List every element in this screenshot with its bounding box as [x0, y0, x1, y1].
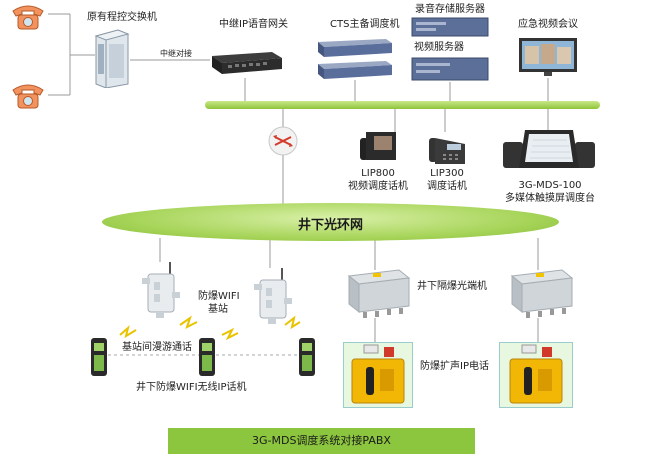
router-icon [267, 125, 299, 157]
video-conf-label: 应急视频会议 [518, 19, 578, 30]
ring-label: 井下光环网 [297, 218, 363, 233]
lip800-desc: 视频调度话机 [348, 181, 408, 192]
speaker-phone-panel [499, 342, 573, 408]
speaker-phone-panel [343, 342, 413, 408]
server-icon [410, 16, 490, 38]
telephone-icon [10, 82, 46, 110]
wifi-station-label-2: 基站 [208, 304, 228, 315]
pbx-cabinet-icon [92, 28, 132, 89]
speaker-phone-icon [351, 344, 405, 404]
video-phone-icon [358, 128, 398, 164]
wifi-base-station-icon [252, 268, 294, 326]
touch-console-icon [503, 126, 595, 172]
fiber-terminal-label: 井下隔爆光端机 [417, 281, 487, 292]
recording-label: 录音存储服务器 [415, 4, 485, 15]
speaker-phone-icon [509, 344, 563, 404]
pabx-label: 3G-MDS调度系统对接PABX [252, 434, 391, 447]
network-bus [205, 101, 600, 109]
lip300-label: LIP300 [430, 168, 464, 179]
wifi-station-label-1: 防爆WIFI [198, 291, 240, 302]
wifi-phone-label: 井下防爆WIFI无线IP话机 [136, 382, 247, 393]
monitor-icon [517, 36, 579, 78]
telephone-icon [10, 3, 46, 31]
pabx-bar: 3G-MDS调度系统对接PABX [168, 428, 475, 454]
wifi-handset-icon [198, 337, 216, 377]
wifi-handset-icon [90, 337, 108, 377]
fiber-terminal-icon [506, 268, 574, 320]
gateway-icon [210, 48, 284, 76]
wifi-handset-icon [298, 337, 316, 377]
fiber-ring-network: 井下光环网 [102, 203, 559, 241]
console-desc: 多媒体触摸屏调度台 [505, 193, 595, 204]
gateway-label: 中继IP语音网关 [219, 19, 288, 30]
ip-phone-icon [427, 130, 467, 166]
console-model: 3G-MDS-100 [518, 180, 582, 191]
roaming-label: 基站间漫游通话 [120, 342, 194, 354]
wifi-base-station-icon [140, 262, 182, 320]
server-icon [410, 56, 490, 82]
fiber-terminal-icon [343, 268, 411, 320]
video-server-label: 视频服务器 [414, 42, 464, 53]
cts-label: CTS主备调度机 [330, 19, 400, 30]
server-icon [316, 38, 394, 84]
trunk-label: 中继对接 [160, 49, 192, 58]
pbx-label: 原有程控交换机 [87, 12, 157, 23]
lip800-label: LIP800 [361, 168, 395, 179]
lip300-desc: 调度话机 [427, 181, 467, 192]
speaker-phone-label: 防爆扩声IP电话 [420, 361, 489, 372]
